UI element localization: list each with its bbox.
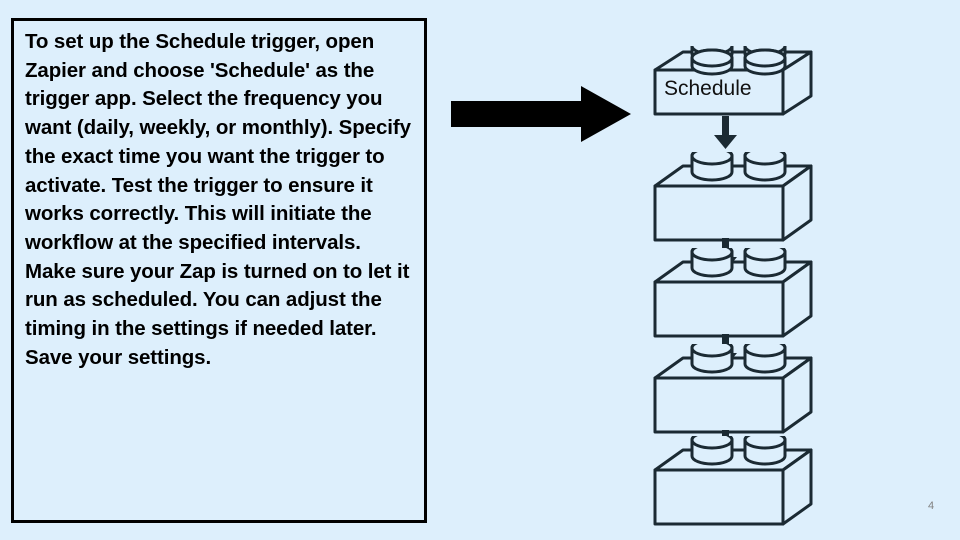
lego-brick-3[interactable] — [648, 248, 818, 340]
right-arrow-icon — [451, 86, 631, 142]
instruction-box: To set up the Schedule trigger, open Zap… — [11, 18, 427, 523]
right-arrow — [449, 84, 633, 144]
brick-label-schedule: Schedule — [664, 77, 752, 100]
lego-brick-1[interactable] — [648, 46, 818, 118]
lego-brick-5[interactable] — [648, 436, 818, 528]
lego-brick-4[interactable] — [648, 344, 818, 436]
lego-brick-2[interactable] — [648, 152, 818, 244]
down-arrow-1 — [714, 116, 737, 149]
brick-stack: Schedule — [648, 46, 828, 528]
page-number: 4 — [927, 500, 935, 512]
instruction-text: To set up the Schedule trigger, open Zap… — [25, 30, 417, 369]
